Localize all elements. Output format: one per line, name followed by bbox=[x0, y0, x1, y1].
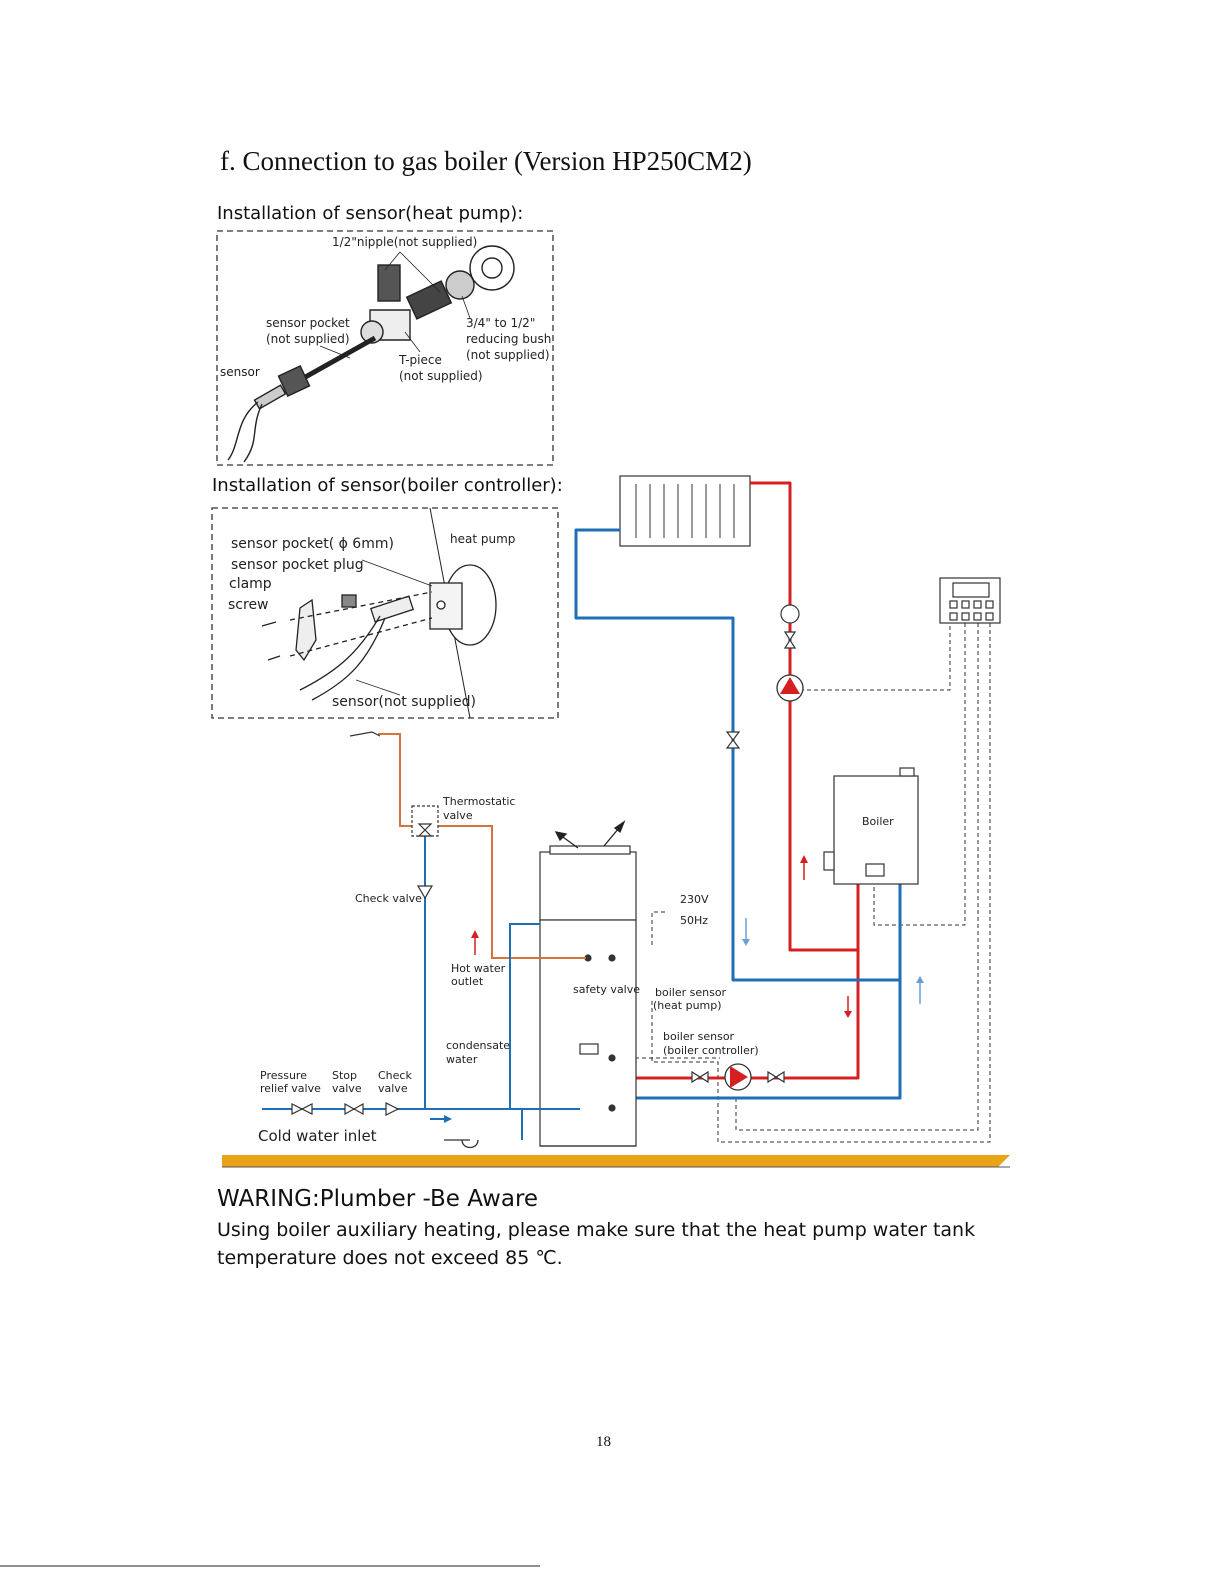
pressure-gauge bbox=[780, 604, 800, 624]
hot-water-label-2: outlet bbox=[451, 975, 484, 988]
hot-water-label-1: Hot water bbox=[451, 962, 506, 975]
stop-valve-label-2: valve bbox=[332, 1082, 362, 1095]
circulation-pump-upper bbox=[776, 674, 804, 702]
page-number: 18 bbox=[596, 1434, 611, 1450]
thermostatic-label-1: Thermostatic bbox=[443, 795, 516, 808]
pressure-relief-label-1: Pressure bbox=[260, 1069, 307, 1082]
stop-valve-label-1: Stop bbox=[332, 1069, 358, 1082]
check-valve-vertical bbox=[416, 885, 434, 900]
sensor-pocket-6mm-label: sensor pocket( ϕ 6mm) bbox=[231, 536, 394, 552]
screw-label: screw bbox=[228, 597, 269, 613]
sensor-label: sensor bbox=[220, 365, 260, 379]
radiator bbox=[619, 475, 751, 547]
stop-valve bbox=[344, 1102, 364, 1116]
cold-water-inlet-label: Cold water inlet bbox=[258, 1127, 377, 1145]
cold-water-pipe bbox=[262, 836, 580, 1140]
t-piece-label-1: T-piece bbox=[399, 353, 442, 367]
nipple-label: 1/2"nipple(not supplied) bbox=[332, 235, 478, 249]
condensate-drain bbox=[461, 1139, 479, 1149]
check-valve-inlet-label-1: Check bbox=[378, 1069, 412, 1082]
condensate-label-2: water bbox=[446, 1053, 478, 1066]
warning-title: WARING:Plumber -Be Aware bbox=[217, 1186, 539, 1212]
sensor-boiler-title: Installation of sensor(boiler controller… bbox=[212, 475, 563, 496]
reducing-bush-label-1: 3/4" to 1/2" bbox=[466, 316, 536, 330]
sensor-pocket-label-2: (not supplied) bbox=[266, 332, 350, 346]
sensor-pocket-plug-label: sensor pocket plug bbox=[231, 557, 364, 573]
boiler-sensor-hp-label-1: boiler sensor bbox=[655, 986, 727, 999]
boiler-unit bbox=[823, 767, 919, 885]
sensor-pocket-label-1: sensor pocket bbox=[266, 316, 350, 330]
frequency-label: 50Hz bbox=[680, 914, 709, 927]
sensor-not-supplied-label: sensor(not supplied) bbox=[332, 694, 476, 710]
voltage-label: 230V bbox=[680, 893, 709, 906]
t-piece-label-2: (not supplied) bbox=[399, 369, 483, 383]
upper-isolation-valve bbox=[783, 631, 797, 649]
warning-body: Using boiler auxiliary heating, please m… bbox=[217, 1219, 976, 1269]
check-valve-inlet-label-2: valve bbox=[378, 1082, 408, 1095]
sensor-heat-pump-title: Installation of sensor(heat pump): bbox=[217, 203, 524, 224]
boiler-label: Boiler bbox=[862, 815, 894, 828]
sensor-heat-pump-illustration bbox=[227, 245, 515, 463]
pump-valve-right bbox=[767, 1070, 785, 1084]
thermostatic-valve bbox=[411, 805, 439, 837]
sensor-heat-pump-panel bbox=[216, 230, 554, 466]
reducing-bush-label-3: (not supplied) bbox=[466, 348, 550, 362]
boiler-sensor-bc-label-2: (boiler controller) bbox=[663, 1044, 759, 1057]
circulation-pump-lower bbox=[724, 1063, 752, 1091]
check-valve-horizontal bbox=[385, 1102, 400, 1116]
boiler-sensor-hp-label-2: (heat pump) bbox=[653, 999, 722, 1012]
boiler-sensor-bc-label-1: boiler sensor bbox=[663, 1030, 735, 1043]
pump-valve-left bbox=[691, 1070, 709, 1084]
heat-pump-label: heat pump bbox=[450, 532, 516, 546]
control-wiring bbox=[600, 623, 991, 1143]
boiler-controller bbox=[939, 577, 1001, 624]
hot-water-pipe bbox=[378, 733, 586, 959]
pressure-relief-label-2: relief valve bbox=[260, 1082, 321, 1095]
sensor-boiler-illustration bbox=[261, 507, 497, 719]
condensate-label-1: condensate bbox=[446, 1039, 511, 1052]
sensor-boiler-panel bbox=[211, 507, 559, 719]
page-heading: f. Connection to gas boiler (Version HP2… bbox=[220, 146, 752, 176]
check-valve-label: Check valve bbox=[355, 892, 422, 905]
clamp-label: clamp bbox=[229, 576, 272, 592]
return-valve bbox=[725, 731, 741, 749]
thermostatic-label-2: valve bbox=[443, 809, 473, 822]
safety-valve-label: safety valve bbox=[573, 983, 641, 996]
shower-head bbox=[349, 731, 381, 737]
floor bbox=[222, 1155, 1010, 1167]
pressure-relief-valve bbox=[291, 1103, 313, 1115]
reducing-bush-label-2: reducing bush bbox=[466, 332, 552, 346]
